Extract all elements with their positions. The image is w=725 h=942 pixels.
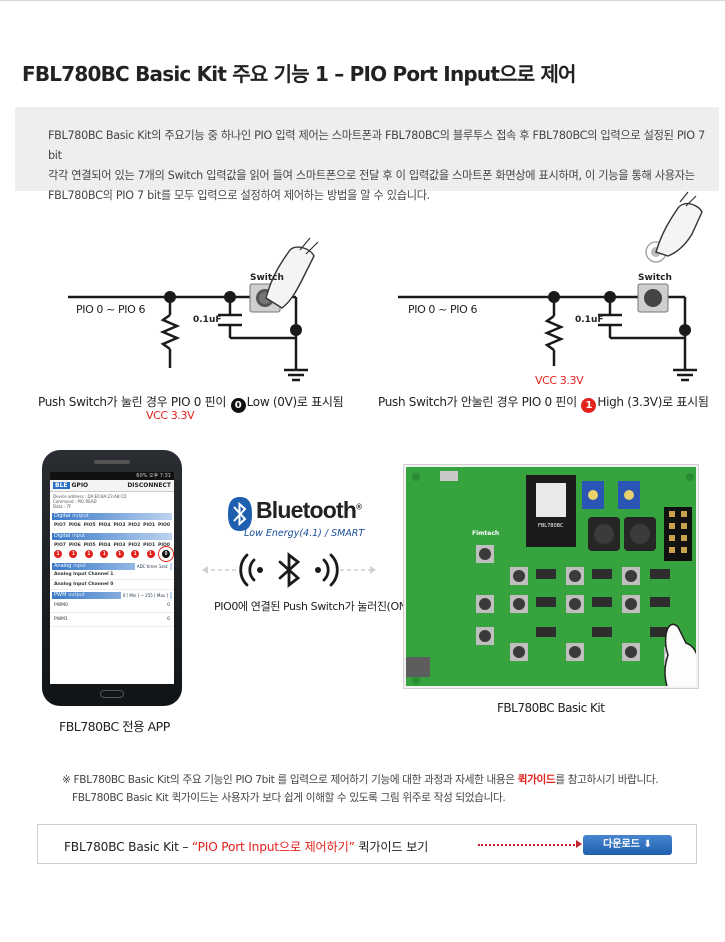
pin-label[interactable]: PIO1: [143, 523, 156, 528]
intro-line-3: FBL780BC의 PIO 7 bit를 모두 입력으로 설정하여 제어하는 방…: [48, 189, 430, 202]
note-line-1: ※ FBL780BC Basic Kit의 주요 기능인 PIO 7bit 를 …: [62, 774, 659, 786]
kit-label: FBL780BC Basic Kit: [497, 701, 605, 715]
board-chip-label: Fimtech: [472, 530, 499, 537]
analog-ch0-row: Analog Input Channel 0: [50, 580, 174, 590]
pio0-connection-caption: PIO0에 연결된 Push Switch가 눌러진(ON) 상태: [214, 600, 433, 613]
intro-line-1: FBL780BC Basic Kit의 주요기능 중 하나인 PIO 입력 제어…: [48, 129, 705, 162]
top-rule: [0, 0, 725, 3]
right-pio-label: PIO 0 ~ PIO 6: [408, 303, 477, 316]
disconnect-button[interactable]: DISCONNECT: [127, 482, 171, 489]
digital-input-pins: PIO7 PIO6 PIO5 PIO4 PIO3 PIO2 PIO1 PIO0: [50, 540, 174, 549]
right-caption-after: High (3.3V)로 표시됨: [597, 395, 709, 409]
input-indicator: 1: [54, 550, 62, 558]
right-vcc-label: VCC 3.3V: [535, 374, 584, 387]
phone-status-bar: 60% 오후 7:31: [50, 472, 174, 480]
bluetooth-subtitle: Low Energy(4.1) / SMART: [244, 528, 365, 539]
intro-box: FBL780BC Basic Kit의 주요기능 중 하나인 PIO 입력 제어…: [15, 107, 719, 202]
left-caption-after: Low (0V)로 표시됨: [246, 395, 344, 409]
input-indicator: 1: [84, 550, 93, 558]
input-indicator: 1: [131, 550, 140, 558]
pin-label[interactable]: PIO6: [68, 523, 81, 528]
input-indicator: 1: [69, 550, 78, 558]
quickguide-text: FBL780BC Basic Kit – “PIO Port Input으로 제…: [64, 840, 429, 854]
left-caption-before: Push Switch가 눌린 경우 PIO 0 핀이: [38, 395, 227, 409]
left-vcc-label: VCC 3.3V: [146, 409, 195, 422]
pin-label: PIO6: [68, 543, 81, 548]
digital-output-pins: PIO7 PIO6 PIO5 PIO4 PIO3 PIO2 PIO1 PIO0: [50, 520, 174, 531]
pin-label[interactable]: PIO2: [128, 523, 141, 528]
circuit-right-diagram: PIO 0 ~ PIO 6 0.1uF Switch: [398, 191, 703, 382]
bluetooth-logo-icon: [228, 497, 252, 531]
note-line-2: FBL780BC Basic Kit 퀵가이드는 사용자가 보다 쉽게 이해할 …: [72, 792, 506, 804]
wireless-link-icon: [202, 552, 376, 588]
quickguide-link[interactable]: 퀵가이드: [517, 774, 556, 786]
digital-input-values: 1 1 1 1 1 1 1 0: [50, 549, 174, 559]
device-command: Command : PIO READ: [53, 499, 97, 504]
quickguide-title: “PIO Port Input으로 제어하기”: [191, 840, 355, 854]
analog-ch1-row: Analog Input Channel 1: [50, 570, 174, 580]
pin-label: PIO7: [54, 543, 66, 548]
device-data: Data : 7F: [53, 504, 72, 509]
input-indicator: 1: [115, 550, 124, 558]
intro-line-2: 각각 연결되어 있는 7개의 Switch 입력값을 읽어 들여 스마트폰으로 …: [48, 169, 695, 182]
bluetooth-wordmark: Bluetooth®: [256, 497, 362, 523]
input-indicator: 1: [100, 550, 109, 558]
device-info: Device address : DA:E0:8A:23:A8:CD Comma…: [50, 492, 174, 511]
right-caption-before: Push Switch가 안눌린 경우 PIO 0 핀이: [378, 395, 577, 409]
pin-label: PIO3: [113, 543, 126, 548]
app-label: FBL780BC 전용 APP: [59, 719, 170, 734]
dotted-arrow-line: [478, 844, 578, 846]
pwm-range[interactable]: 0 [ Min ] ~ 255 [ Max ]: [120, 592, 170, 599]
pin-label: PIO5: [83, 543, 96, 548]
fbl780bc-board-photo: FBL780BC Fimtech: [404, 465, 698, 688]
notes: ※ FBL780BC Basic Kit의 주요 기능인 PIO 7bit 를 …: [62, 771, 659, 807]
pin-label[interactable]: PIO5: [83, 523, 96, 528]
left-switch-label: Switch: [250, 273, 284, 283]
app-title: GPIO: [71, 482, 89, 489]
phone-home-button: [100, 690, 124, 698]
pin-label[interactable]: PIO3: [113, 523, 126, 528]
pin-label: PIO4: [98, 543, 111, 548]
left-cap-label: 0.1uF: [193, 315, 222, 325]
pin-label[interactable]: PIO7: [54, 523, 66, 528]
board-illustration: FBL780BC Fimtech: [406, 467, 696, 686]
circuit-left-diagram: PIO 0 ~ PIO 6 0.1uF Switch: [68, 237, 319, 382]
high-badge: 1: [581, 398, 597, 413]
pin-label: PIO2: [128, 543, 141, 548]
arrow-right-icon: [576, 840, 582, 848]
pin-label: PIO0: [158, 543, 170, 548]
phone-speaker: [94, 460, 130, 464]
left-pio-label: PIO 0 ~ PIO 6: [76, 303, 145, 316]
board-module-label: FBL780BC: [538, 523, 564, 529]
right-switch-label: Switch: [638, 273, 672, 283]
device-address: Device address : DA:E0:8A:23:A8:CD: [53, 494, 127, 499]
input-indicator: 1: [146, 550, 155, 558]
quickguide-box: FBL780BC Basic Kit – “PIO Port Input으로 제…: [37, 824, 697, 864]
ble-badge: BLE: [53, 482, 70, 489]
download-button[interactable]: 다운로드 ⬇: [583, 835, 672, 855]
input-indicator-pio0: 0: [161, 550, 170, 558]
pin-label[interactable]: PIO4: [98, 523, 111, 528]
right-cap-label: 0.1uF: [575, 315, 604, 325]
low-badge: 0: [230, 398, 246, 413]
page-title: FBL780BC Basic Kit 주요 기능 1 – PIO Port In…: [22, 62, 576, 86]
pin-label[interactable]: PIO0: [158, 523, 170, 528]
adc-timer[interactable]: ADC timer 1sec: [134, 563, 170, 570]
pin-label: PIO1: [143, 543, 156, 548]
